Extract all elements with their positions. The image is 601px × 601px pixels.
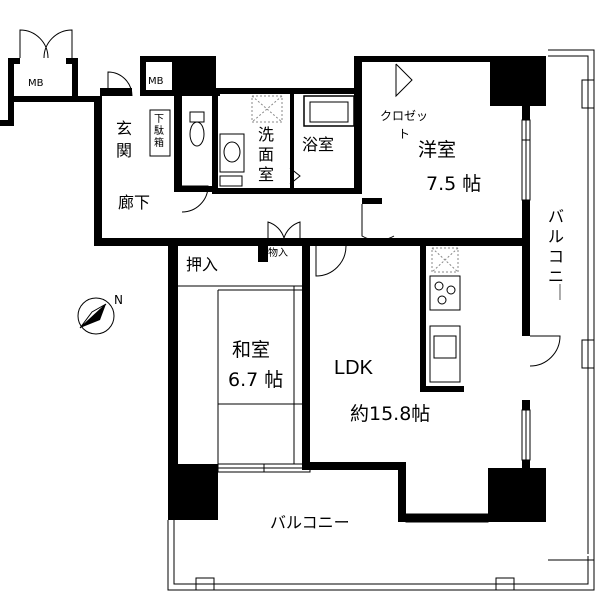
washroom-label: 洗 面 室: [258, 125, 279, 184]
balcony-railing: [167, 49, 595, 591]
windows: [178, 119, 531, 523]
labels: MB MB 玄 関 下 駄 箱 洗 面 室 浴室 廊下 クロゼッ ト 洋室 7.…: [28, 76, 569, 532]
oshiire-label: 押入: [186, 255, 218, 274]
bathtub-icon: [303, 95, 355, 127]
stove-icon: [429, 275, 461, 311]
shoe-box-label: 下 駄 箱: [154, 114, 167, 149]
compass-icon: N: [77, 293, 123, 335]
walls: [0, 56, 546, 522]
entrance-char-2: 関: [116, 141, 132, 160]
closet-label: クロゼッ ト: [380, 109, 432, 141]
western-room-name: 洋室: [418, 139, 456, 161]
mb-left-label: MB: [28, 78, 44, 89]
washbasin-icon: [219, 133, 245, 173]
fixtures: [149, 63, 461, 383]
western-room-size: 7.5 帖: [426, 173, 481, 195]
entrance-char-1: 玄: [116, 119, 132, 138]
doors: [19, 29, 561, 367]
mb-right-label: MB: [148, 76, 164, 87]
kitchen-sink-icon: [429, 325, 461, 383]
bath-label: 浴室: [302, 135, 334, 154]
hallway-label: 廊下: [118, 193, 150, 212]
ldk-name: LDK: [334, 357, 374, 379]
ldk-size: 約15.8帖: [350, 403, 430, 425]
entrance-label: 玄 関: [116, 119, 137, 160]
toilet-icon: [189, 111, 205, 123]
balcony-bottom-label: バルコニー: [270, 513, 350, 532]
japanese-room-name: 和室: [232, 339, 270, 361]
balcony-right-label: バ ル コ ニ ｜: [548, 207, 569, 302]
shoe-box-icon: [149, 109, 171, 157]
compass-north-label: N: [114, 293, 123, 307]
fridge-icon: [431, 247, 459, 273]
japanese-room-size: 6.7 帖: [228, 369, 283, 391]
monoire-label: 物入: [268, 246, 288, 259]
